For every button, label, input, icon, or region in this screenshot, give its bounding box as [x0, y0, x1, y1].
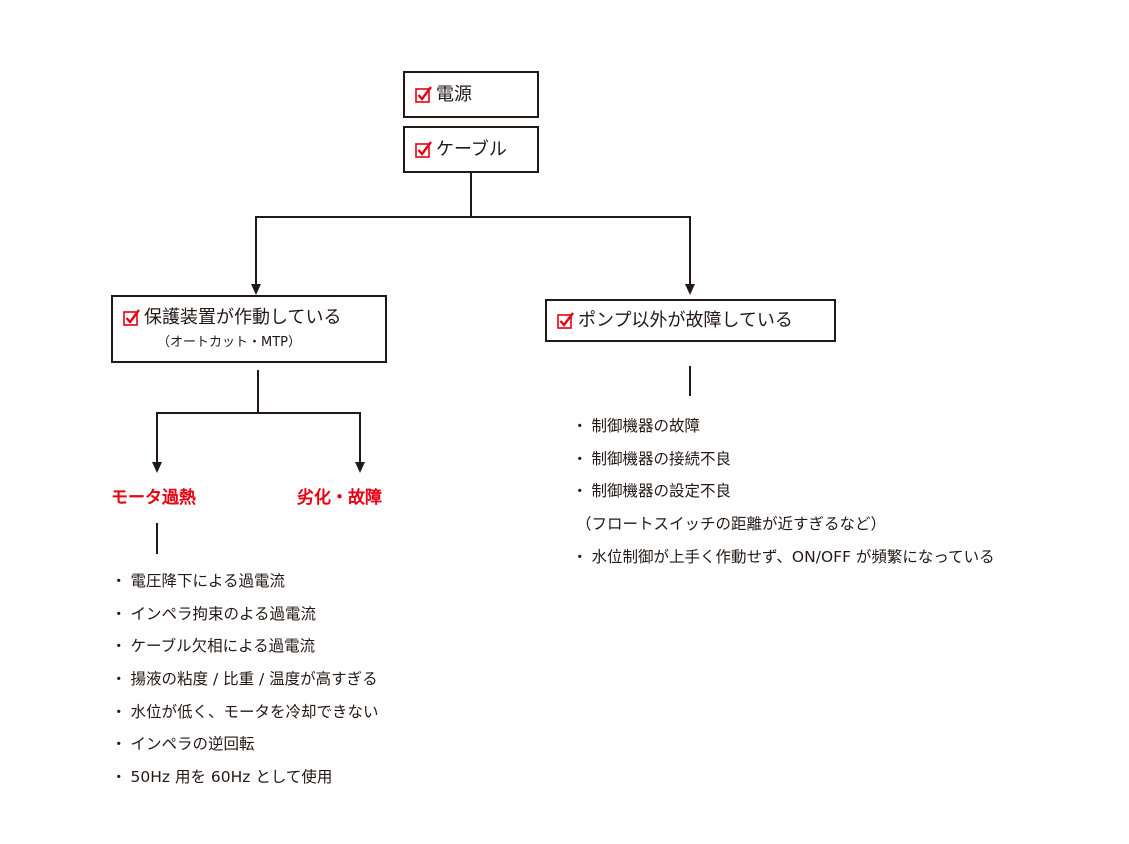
box-power-label: 電源	[436, 83, 472, 105]
connector-left-down	[255, 216, 257, 286]
checkbox-checked-icon	[415, 141, 432, 158]
other-failures-list: ・制御機器の故障 ・制御機器の接続不良 ・制御機器の設定不良 （フロートスイッチ…	[572, 410, 995, 573]
connector-overheat-down	[156, 412, 158, 464]
arrow-down-icon	[685, 284, 695, 295]
list-item: ・50Hz 用を 60Hz として使用	[111, 761, 379, 794]
connector-overheat-causes	[156, 523, 158, 554]
box-protective-device-sub: （オートカット・MTP）	[157, 335, 301, 351]
list-item-text: ケーブル欠相による過電流	[130, 637, 316, 656]
arrow-down-icon	[355, 462, 365, 473]
bullet: ・	[572, 449, 588, 468]
list-item-text: 電圧降下による過電流	[130, 572, 286, 590]
bullet: ・	[572, 417, 588, 435]
list-item-text: インペラ拘束のよる過電流	[130, 604, 317, 623]
checkbox-checked-icon	[123, 309, 140, 326]
checkbox-checked-icon	[415, 86, 432, 103]
list-item: ・インペラの逆回転	[111, 728, 379, 761]
list-item: ・制御機器の接続不良	[572, 443, 995, 476]
list-item: ・制御機器の故障	[572, 410, 995, 443]
connector-other-failures	[689, 366, 691, 396]
bullet: ・	[572, 482, 588, 501]
bullet: ・	[111, 768, 127, 787]
list-item: （フロートスイッチの距離が近すぎるなど）	[572, 508, 995, 541]
box-other-failure-label: ポンプ以外が故障している	[578, 309, 793, 331]
list-item: ・インペラ拘束のよる過電流	[111, 598, 379, 631]
branch-overheat: モータ過熱	[111, 488, 196, 508]
box-cable: ケーブル	[403, 126, 539, 173]
connector-top-vertical	[470, 173, 472, 216]
box-power: 電源	[403, 71, 539, 118]
list-item-text: 水位が低く、モータを冷却できない	[130, 702, 379, 721]
list-item-text: インペラの逆回転	[130, 735, 255, 754]
list-item: ・ケーブル欠相による過電流	[111, 630, 379, 663]
list-item-text: 揚液の粘度 / 比重 / 温度が高すぎる	[130, 670, 378, 689]
arrow-down-icon	[251, 284, 261, 295]
list-item-text: 制御機器の接続不良	[591, 449, 732, 468]
list-item: ・電圧降下による過電流	[111, 565, 379, 598]
list-item-text: 50Hz 用を 60Hz として使用	[130, 768, 333, 787]
box-cable-label: ケーブル	[436, 138, 507, 160]
box-protective-device: 保護装置が作動している （オートカット・MTP）	[111, 295, 387, 363]
list-item-text: 制御機器の設定不良	[591, 482, 732, 501]
bullet: ・	[111, 604, 127, 623]
list-item-text: （フロートスイッチの距離が近すぎるなど）	[576, 515, 887, 534]
connector-left-branch-horizontal	[156, 412, 361, 414]
list-item: ・揚液の粘度 / 比重 / 温度が高すぎる	[111, 663, 379, 696]
bullet: ・	[111, 735, 127, 754]
bullet: ・	[111, 637, 127, 656]
list-item: ・水位が低く、モータを冷却できない	[111, 696, 379, 729]
list-item-text: 制御機器の故障	[591, 417, 701, 435]
box-other-failure: ポンプ以外が故障している	[545, 299, 836, 342]
branch-deterioration: 劣化・故障	[297, 488, 382, 508]
bullet: ・	[572, 547, 588, 566]
bullet: ・	[111, 670, 127, 689]
connector-top-horizontal	[255, 216, 691, 218]
checkbox-checked-icon	[557, 312, 574, 329]
box-protective-device-label: 保護装置が作動している	[144, 306, 342, 328]
overheat-causes-list: ・電圧降下による過電流 ・インペラ拘束のよる過電流 ・ケーブル欠相による過電流 …	[111, 565, 379, 794]
list-item: ・制御機器の設定不良	[572, 475, 995, 508]
bullet: ・	[111, 702, 127, 721]
bullet: ・	[111, 572, 127, 590]
list-item-text: 水位制御が上手く作動せず、ON/OFF が頻繁になっている	[591, 547, 995, 566]
connector-right-down	[689, 216, 691, 286]
connector-deterioration-down	[359, 412, 361, 464]
arrow-down-icon	[152, 462, 162, 473]
connector-left-branch-vertical	[257, 370, 259, 412]
list-item: ・水位制御が上手く作動せず、ON/OFF が頻繁になっている	[572, 541, 995, 574]
